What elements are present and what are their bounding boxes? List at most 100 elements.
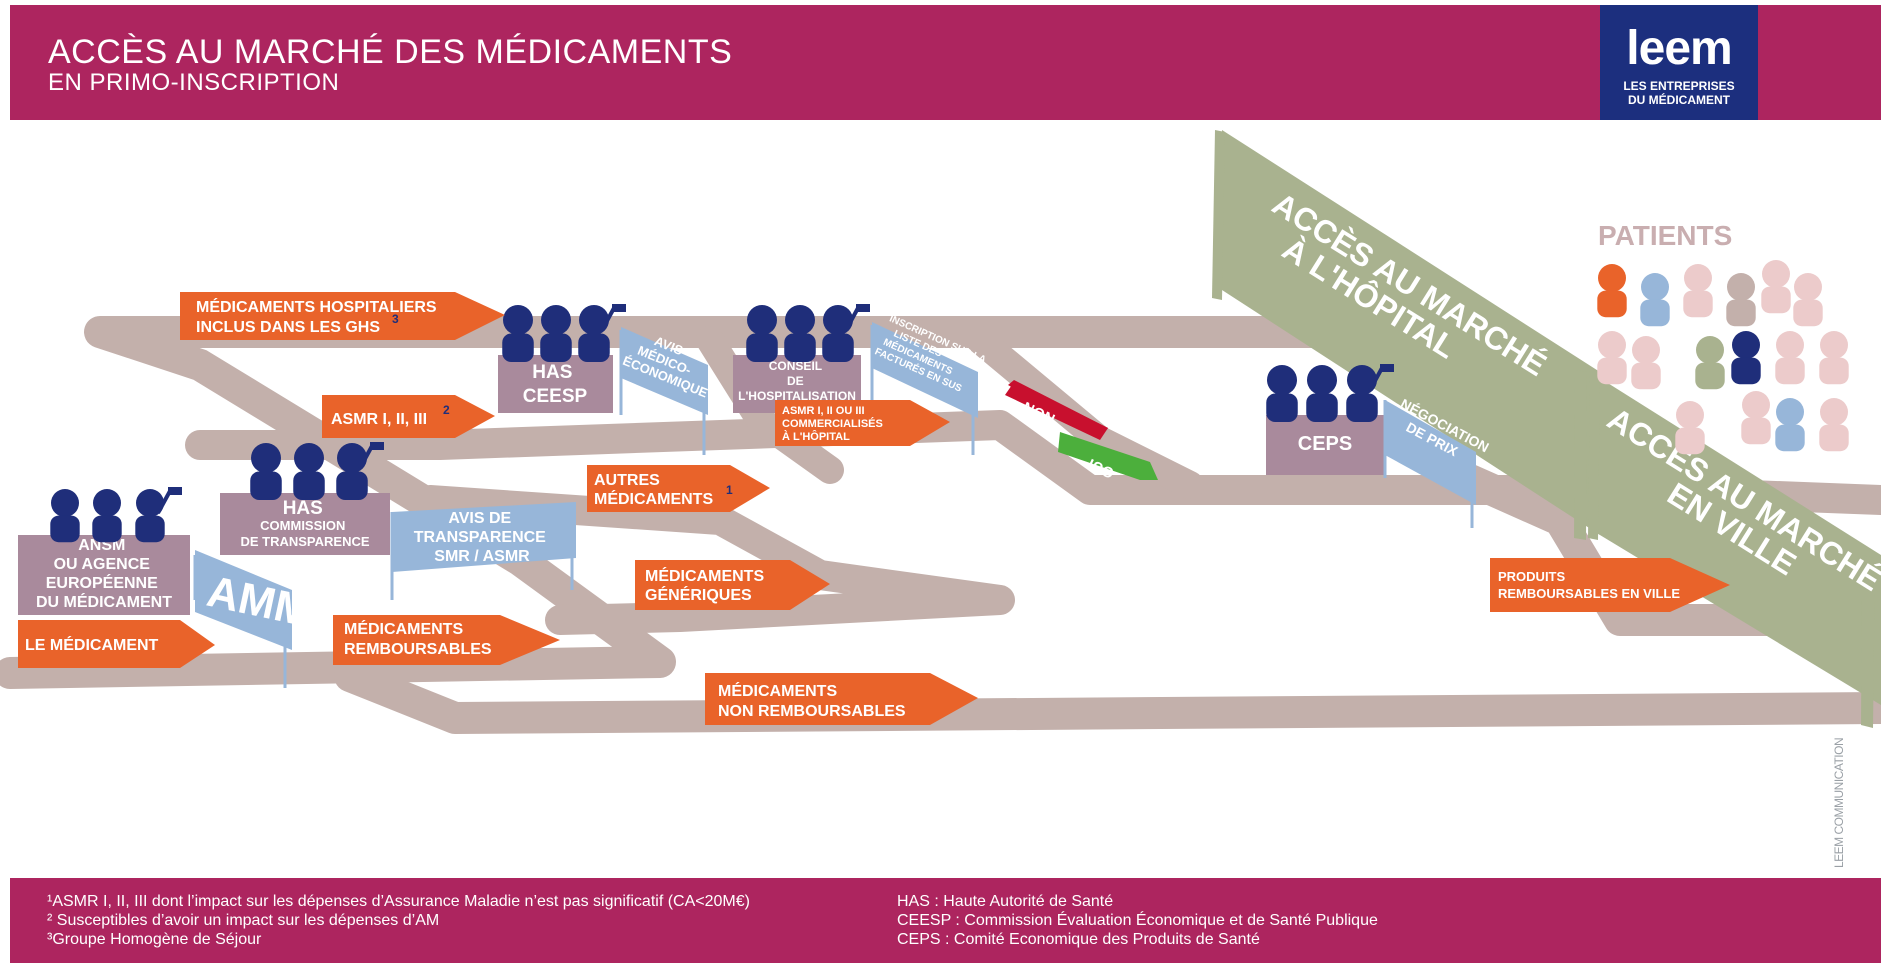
small-flag-icon [612, 304, 626, 312]
glossary-ceesp: CEESP : Commission Évaluation Économique… [897, 912, 1378, 929]
footnote-1: ¹ASMR I, II, III dont l’impact sur les d… [47, 893, 750, 910]
conseil-line-2: DE [787, 374, 804, 388]
hospitaliers-line-2: INCLUS DANS LES GHS [196, 319, 380, 336]
actor-has-ceesp: HAS CEESP [498, 355, 613, 413]
actor-conseil-hospitalisation: CONSEIL DE L'HOSPITALISATION [733, 355, 861, 413]
generiques-line-1: MÉDICAMENTS [645, 566, 764, 585]
footer-banner: ¹ASMR I, II, III dont l’impact sur les d… [10, 878, 1881, 963]
svg-text:MÉDICAMENTS NON REMBOU: MÉDICAMENTS NON REMBOURSABLES [718, 681, 906, 720]
small-flag-icon [1380, 364, 1394, 372]
patients-crowd [1597, 260, 1849, 455]
footnote-3: ³Groupe Homogène de Séjour [47, 931, 262, 948]
ansm-line-2: OU AGENCE [54, 556, 151, 573]
has-ct-line-1: HAS [283, 498, 323, 519]
person-icon [336, 443, 368, 500]
page-subtitle: EN PRIMO-INSCRIPTION [48, 69, 340, 96]
patient-icon [1731, 331, 1761, 385]
small-flag-icon [370, 442, 384, 450]
asmr123-footnote-mark: 2 [443, 403, 450, 417]
patient-icon [1793, 273, 1823, 327]
page-title: ACCÈS AU MARCHÉ DES MÉDICAMENTS [48, 33, 733, 71]
remboursables-line-2: REMBOURSABLES [344, 641, 492, 658]
has-ct-line-3: DE TRANSPARENCE [240, 534, 369, 549]
amm-label: AMM [203, 567, 316, 637]
asmr123-label: ASMR I, II, III [331, 411, 427, 428]
actors: ANSM OU AGENCE EUROPÉENNE DU MÉDICAMENT … [18, 304, 1394, 615]
has-ct-line-2: COMMISSION [260, 518, 345, 533]
svg-text:AVIS DE TRANSPARENCE: AVIS DE TRANSPARENCE SMR / ASMR [414, 510, 551, 565]
patient-icon [1631, 336, 1661, 390]
header-banner: ACCÈS AU MARCHÉ DES MÉDICAMENTS EN PRIMO… [10, 5, 1881, 120]
person-icon [784, 305, 816, 362]
autres-line-1: AUTRES [594, 472, 660, 489]
patient-icon [1761, 260, 1791, 314]
person-icon [1266, 365, 1298, 422]
arrow-produits-ville: PRODUITS REMBOURSABLES EN VILLE [1490, 558, 1730, 612]
arrow-asmr-hopital: ASMR I, II OU III COMMERCIALISÉS À L'HÔP… [775, 400, 950, 446]
patient-icon [1819, 398, 1849, 452]
patient-icon [1640, 273, 1670, 327]
person-icon [250, 443, 282, 500]
arrow-le-medicament: LE MÉDICAMENT [18, 620, 215, 668]
produits-ville-line-2: REMBOURSABLES EN VILLE [1498, 586, 1680, 601]
flag-amm: AMM [193, 550, 316, 688]
ansm-line-4: DU MÉDICAMENT [36, 592, 172, 611]
ceps-label: CEPS [1298, 433, 1352, 455]
market-access-diagram: ACCÈS AU MARCHÉ À L'HÔPITAL ACCÈS AU MAR… [0, 130, 1881, 734]
svg-text:AUTRES MÉDICAMENTS: AUTRES MÉDICAMENTS [594, 472, 713, 508]
person-icon [135, 489, 165, 543]
flag-avis-transparence: AVIS DE TRANSPARENCE SMR / ASMR [390, 502, 576, 600]
ansm-line-3: EUROPÉENNE [46, 573, 158, 592]
asmr-hopital-line-3: À L'HÔPITAL [782, 430, 850, 443]
small-flag-icon [856, 304, 870, 312]
remboursables-line-1: MÉDICAMENTS [344, 619, 463, 638]
logo-wordmark: leem [1626, 22, 1732, 75]
decision-non: NON [1005, 380, 1108, 440]
arrow-autres: AUTRES MÉDICAMENTS 1 [587, 465, 770, 512]
conseil-line-3: L'HOSPITALISATION [738, 389, 856, 403]
non-remboursables-line-2: NON REMBOURSABLES [718, 703, 906, 720]
asmr-hopital-line-2: COMMERCIALISÉS [782, 417, 883, 430]
actor-has-ct: HAS COMMISSION DE TRANSPARENCE [220, 493, 390, 555]
patient-icon [1775, 398, 1805, 452]
autres-footnote-mark: 1 [726, 483, 733, 497]
svg-text:PRODUITS REMBOURSABLES: PRODUITS REMBOURSABLES EN VILLE [1498, 569, 1680, 601]
logo-line-1: LES ENTREPRISES [1623, 79, 1735, 93]
svg-text:MÉDICAMENTS HOSPITALIERS: MÉDICAMENTS HOSPITALIERS INCLUS DANS LES… [196, 297, 441, 336]
arrow-non-remboursables: MÉDICAMENTS NON REMBOURSABLES [705, 673, 978, 725]
arrow-generiques: MÉDICAMENTS GÉNÉRIQUES [635, 560, 830, 610]
footnote-2: ² Susceptibles d’avoir un impact sur les… [47, 912, 440, 929]
person-icon [92, 489, 122, 543]
has-ceesp-line-1: HAS [532, 362, 572, 383]
arrow-asmr123: ASMR I, II, III 2 [322, 395, 495, 438]
person-icon [540, 305, 572, 362]
flag-negociation-prix: NÉGOCIATION DE PRIX [1383, 395, 1492, 528]
patient-icon [1726, 273, 1756, 327]
small-flag-icon [168, 487, 182, 495]
person-icon [502, 305, 534, 362]
ghs-connector [696, 326, 844, 484]
generiques-line-2: GÉNÉRIQUES [645, 585, 752, 604]
patient-icon [1675, 401, 1705, 455]
credit-text: LEEM COMMUNICATION [1832, 737, 1846, 868]
autres-line-2: MÉDICAMENTS [594, 489, 713, 508]
produits-ville-line-1: PRODUITS [1498, 569, 1566, 584]
patient-icon [1695, 336, 1725, 390]
generics-road [415, 485, 1015, 635]
svg-text:ASMR I, II OU III COM: ASMR I, II OU III COMMERCIALISÉS À L'HÔP… [782, 405, 886, 443]
hospitaliers-line-1: MÉDICAMENTS HOSPITALIERS [196, 297, 437, 316]
patient-icon [1597, 331, 1627, 385]
decision-oui: OUI [1058, 432, 1158, 482]
flag-avis-medico-economique: AVIS MÉDICO- ÉCONOMIQUE [619, 327, 710, 455]
conseil-line-1: CONSEIL [769, 359, 822, 373]
svg-text:HAS COMMISSION: HAS COMMISSION DE TRANSPARENCE [240, 498, 369, 549]
avis-transparence-line-3: SMR / ASMR [434, 548, 530, 565]
arrow-remboursables: MÉDICAMENTS REMBOURSABLES [333, 615, 560, 665]
svg-text:MÉDICAMENTS REMBOURSAB: MÉDICAMENTS REMBOURSABLES [344, 619, 492, 658]
arrows: LE MÉDICAMENT MÉDICAMENTS REMBOURSABLES … [18, 292, 1730, 725]
person-icon [293, 443, 325, 500]
patient-icon [1775, 331, 1805, 385]
patients-label: PATIENTS [1598, 220, 1732, 251]
avis-transparence-line-2: TRANSPARENCE [414, 529, 546, 546]
hopital-branch [966, 326, 1204, 499]
